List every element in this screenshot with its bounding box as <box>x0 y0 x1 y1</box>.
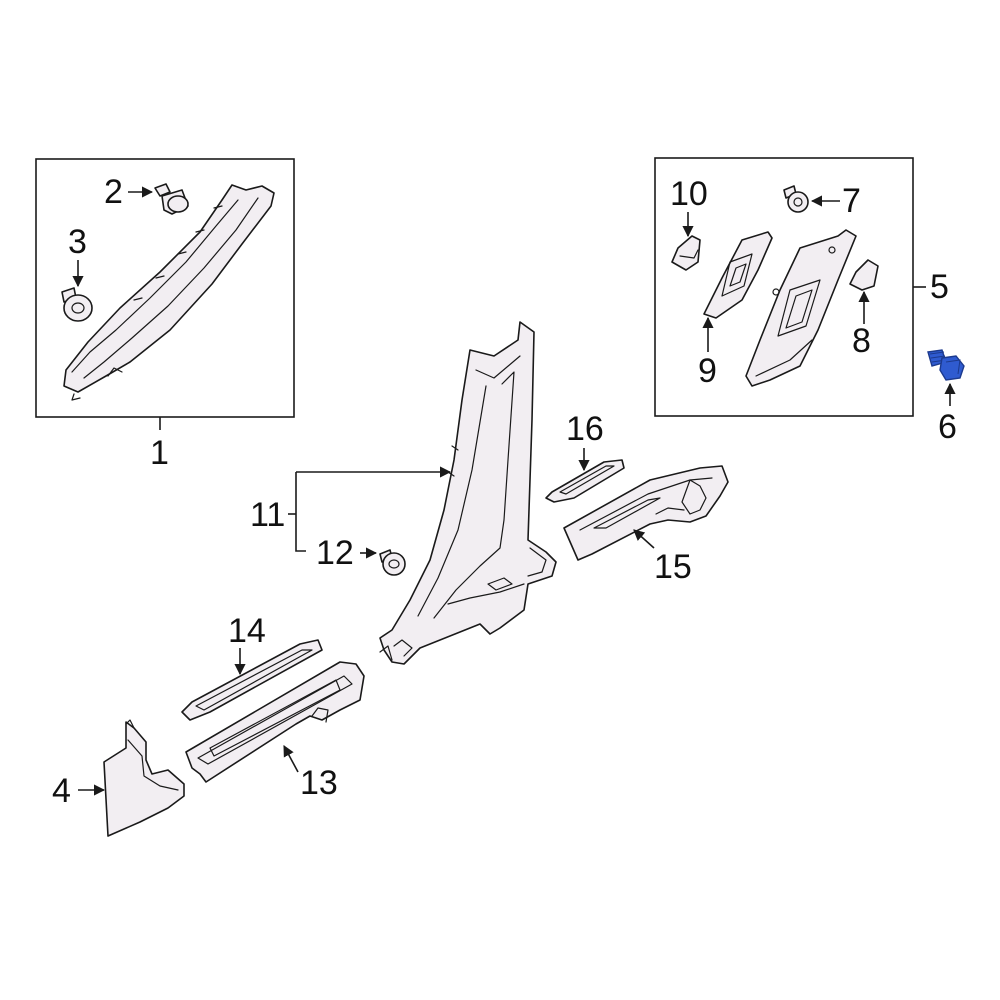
callout-13: 13 <box>300 764 338 802</box>
kick-panel-4[interactable] <box>103 719 185 837</box>
callout-5: 5 <box>930 268 949 306</box>
pillar-lower-panel-5[interactable] <box>745 229 857 387</box>
callout-8: 8 <box>852 322 871 360</box>
retainer-clip-2[interactable] <box>154 183 189 215</box>
callout-6: 6 <box>938 408 957 446</box>
callout-7: 7 <box>842 182 861 220</box>
callout-16: 16 <box>566 410 604 448</box>
clip-7[interactable] <box>783 185 809 213</box>
scuff-plate-14[interactable] <box>181 639 323 721</box>
b-pillar-trim-11[interactable] <box>379 321 557 665</box>
callout-11: 11 <box>250 496 285 534</box>
callout-14: 14 <box>228 612 266 650</box>
callout-10: 10 <box>670 175 708 213</box>
callout-3: 3 <box>68 223 87 261</box>
callout-15: 15 <box>654 548 692 586</box>
callout-12: 12 <box>316 534 354 572</box>
front-sill-trim-13[interactable] <box>185 661 365 783</box>
leader-11-bracket <box>295 472 306 552</box>
trim-panel-9[interactable] <box>703 231 773 319</box>
a-pillar-trim[interactable] <box>63 184 275 401</box>
bolt-6[interactable] <box>927 349 965 381</box>
leader-15 <box>633 529 655 549</box>
leader-13 <box>283 745 299 773</box>
rear-sill-trim-15[interactable] <box>563 465 729 561</box>
push-clip-3[interactable] <box>61 287 93 322</box>
cap-8[interactable] <box>849 259 879 291</box>
callout-4: 4 <box>52 772 71 810</box>
callout-9: 9 <box>698 352 717 390</box>
callout-2: 2 <box>104 173 123 211</box>
scuff-plate-16[interactable] <box>545 459 625 503</box>
clip-12[interactable] <box>379 549 406 576</box>
callout-1: 1 <box>150 434 169 472</box>
